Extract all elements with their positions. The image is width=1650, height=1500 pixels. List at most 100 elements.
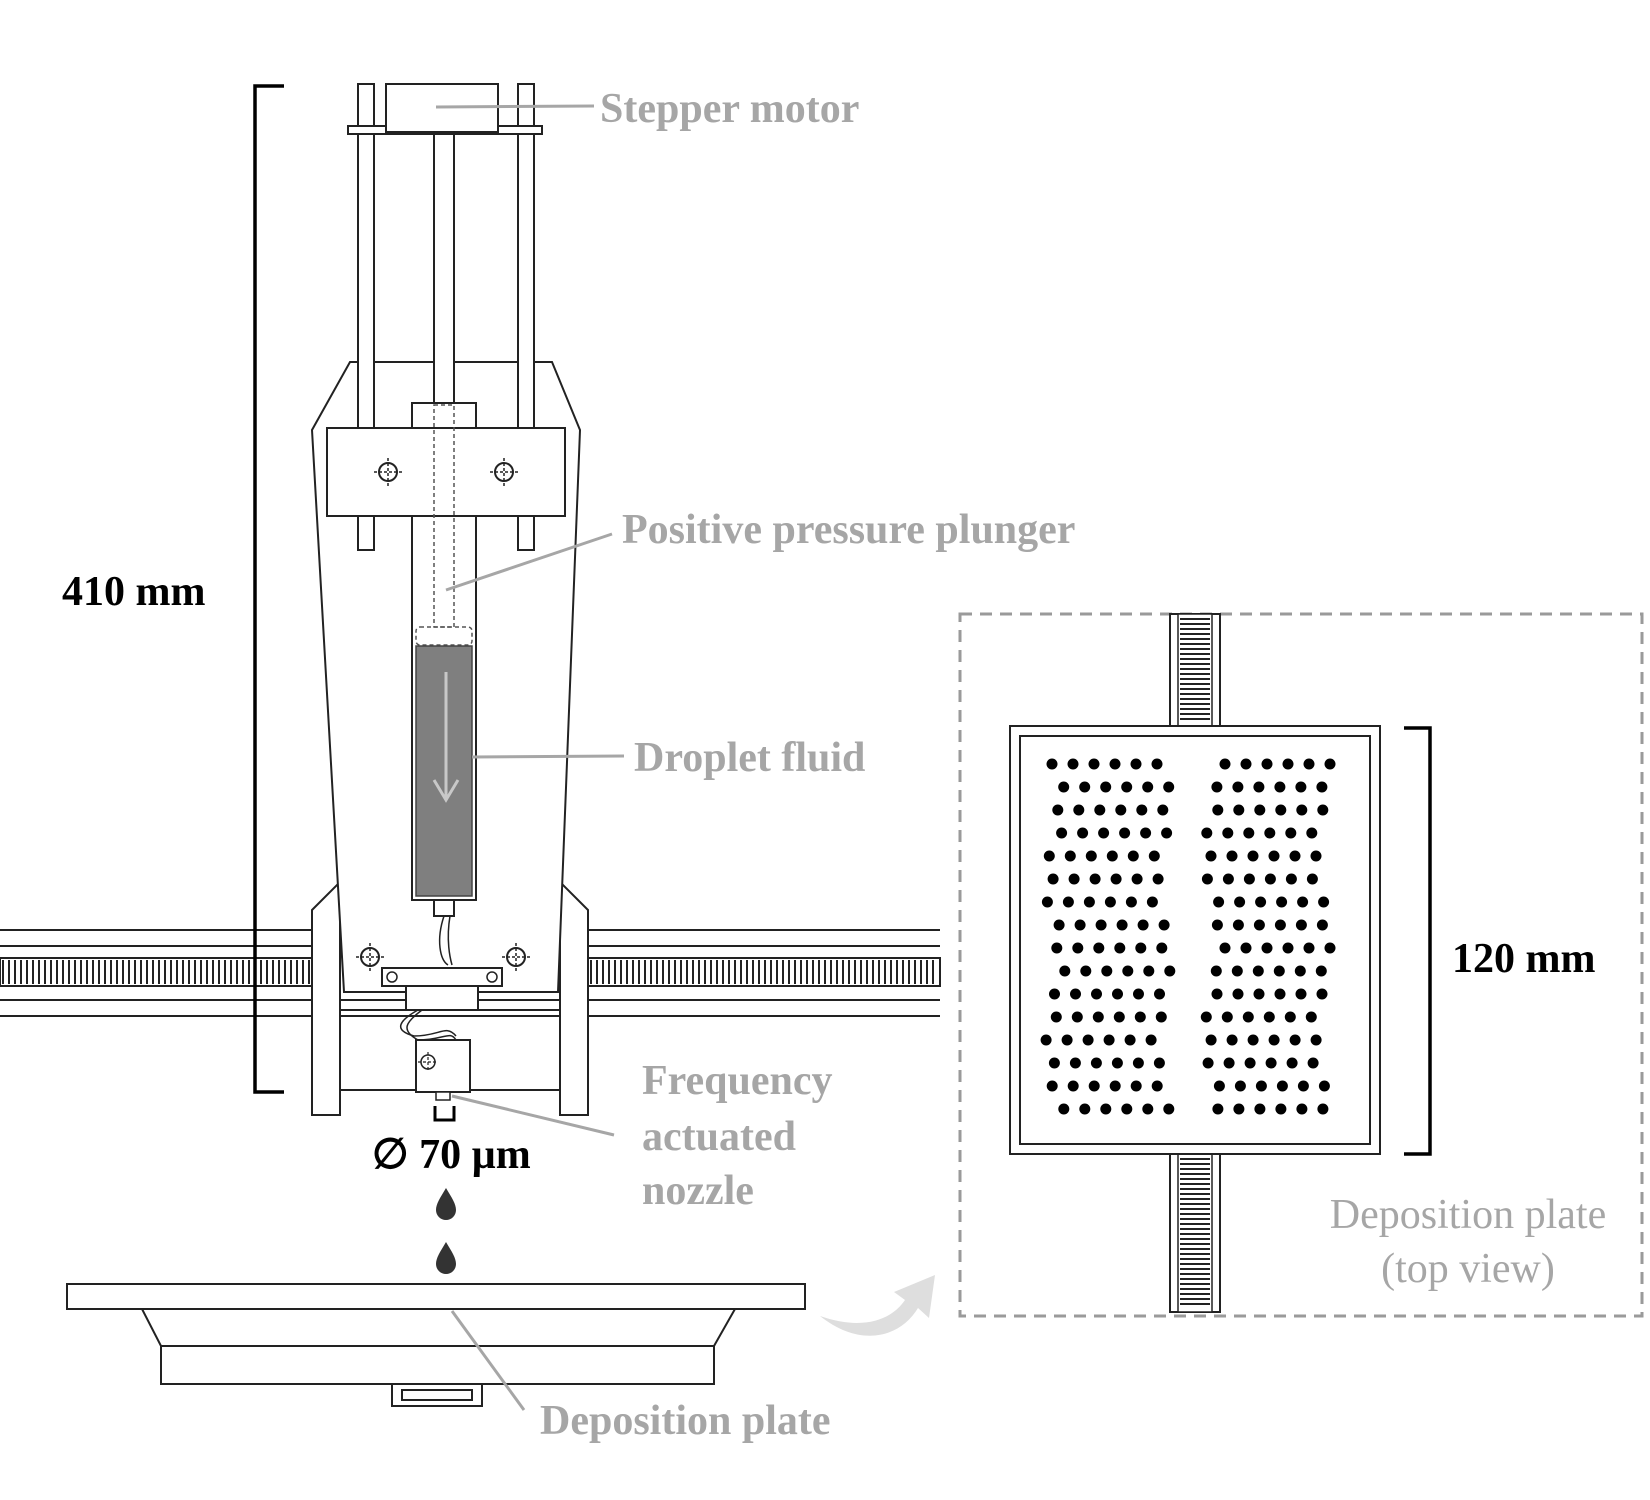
droplet-dot <box>1133 988 1144 1000</box>
droplet-dot <box>1306 827 1318 839</box>
plate-size-bracket <box>1404 726 1432 1156</box>
droplet-dot <box>1253 988 1265 1000</box>
droplet-dot <box>1059 965 1071 977</box>
droplet-dot <box>1136 804 1148 816</box>
droplet-dot <box>1297 1080 1309 1092</box>
curved-arrow-icon <box>820 1275 935 1336</box>
droplet-dot <box>1049 988 1060 1000</box>
droplet-dot <box>1213 896 1225 908</box>
droplet-dot <box>1125 896 1137 908</box>
droplet-dot <box>1089 873 1101 885</box>
droplet-dot <box>1092 1011 1104 1023</box>
droplet-dot <box>1110 873 1122 885</box>
droplet-dot <box>1222 873 1234 885</box>
droplet-dot <box>1306 873 1318 885</box>
droplet-dot <box>1317 804 1329 816</box>
droplet-dot <box>1058 1103 1070 1115</box>
droplet-dot <box>1064 850 1076 862</box>
droplet-dot <box>1070 988 1081 1000</box>
droplet-dot <box>1303 758 1315 770</box>
droplet-dot <box>1213 1080 1225 1092</box>
droplet-dot <box>1284 1011 1296 1023</box>
droplet-dot <box>1255 896 1267 908</box>
nozzle-diameter-label: ∅ 70 µm <box>372 1132 531 1178</box>
droplet-dot <box>1143 965 1155 977</box>
droplet-dot <box>1072 942 1084 954</box>
droplet-dot <box>1068 873 1080 885</box>
droplet-dot <box>1324 942 1336 954</box>
droplet-dot <box>1074 919 1086 931</box>
droplet-dot <box>1289 1034 1301 1046</box>
droplet-dot <box>1234 1080 1246 1092</box>
droplet-dot <box>1088 1080 1100 1092</box>
droplet-dot <box>1050 1011 1062 1023</box>
screw-icon <box>374 458 402 486</box>
rail-teeth-left <box>2 960 310 984</box>
droplet-dot <box>1310 1034 1322 1046</box>
droplet-dot <box>1232 781 1244 793</box>
droplet-dot <box>1201 827 1213 839</box>
droplet-dot <box>1233 804 1245 816</box>
droplet-dot <box>1212 804 1224 816</box>
droplet-dot <box>1202 1057 1214 1069</box>
screw-icon <box>490 458 518 486</box>
droplet-dot <box>1079 1103 1091 1115</box>
droplet-dot <box>1151 1080 1163 1092</box>
droplet-dot <box>1296 1103 1308 1115</box>
droplet-dot <box>1119 827 1131 839</box>
vertical-rail-teeth-top <box>1180 618 1210 720</box>
droplet-dot <box>1200 1011 1212 1023</box>
droplet-dot <box>1252 965 1264 977</box>
droplet-dot <box>1226 850 1238 862</box>
droplet-dot <box>1163 781 1175 793</box>
droplet-dot <box>1295 988 1307 1000</box>
droplet-dot <box>1094 804 1106 816</box>
droplet-dot <box>1067 758 1079 770</box>
droplet-dot <box>1163 1103 1175 1115</box>
droplet-dot <box>1121 1103 1133 1115</box>
droplet-dot <box>1310 850 1322 862</box>
droplet-dot <box>1211 919 1223 931</box>
droplet-dot <box>1234 896 1246 908</box>
droplet-dot <box>1297 896 1309 908</box>
droplet-dot <box>1244 1057 1256 1069</box>
plate-size-label: 120 mm <box>1452 936 1595 982</box>
droplet-dot <box>1205 1034 1217 1046</box>
droplet-dot <box>1247 1034 1259 1046</box>
droplet-dot <box>1261 942 1273 954</box>
droplet-dot <box>1061 1034 1073 1046</box>
droplet-dot <box>1109 1080 1121 1092</box>
droplet-dot <box>1130 758 1142 770</box>
plunger-head <box>415 626 473 646</box>
droplet-dot <box>1112 988 1123 1000</box>
droplet-dot-grid <box>1040 758 1336 1115</box>
droplet-dot <box>1041 896 1053 908</box>
droplet-dot <box>1243 873 1255 885</box>
droplet-dot <box>1164 965 1176 977</box>
droplet-dot <box>1264 873 1276 885</box>
droplet-dot <box>1053 919 1065 931</box>
droplet-dot <box>1043 850 1055 862</box>
droplet-dot <box>1069 1057 1081 1069</box>
droplet-dot <box>1093 942 1105 954</box>
droplet-dot <box>1324 758 1336 770</box>
droplet-dot <box>1261 758 1273 770</box>
droplet-dot <box>1263 1011 1275 1023</box>
droplet-dot <box>1223 1057 1235 1069</box>
droplet-dot <box>1211 988 1223 1000</box>
top-view-label-line1: Deposition plate <box>1330 1192 1606 1238</box>
syringe <box>411 404 477 966</box>
droplet-dot <box>1316 988 1328 1000</box>
droplet-dot <box>1135 942 1147 954</box>
droplet-dot <box>1130 1080 1142 1092</box>
droplet-dot <box>1082 1034 1094 1046</box>
droplet-dot <box>1148 850 1160 862</box>
droplets <box>436 1188 456 1274</box>
droplet-dot <box>1122 965 1134 977</box>
droplet-dot <box>1132 1057 1144 1069</box>
droplet-dot <box>1231 965 1243 977</box>
droplet-fluid <box>415 645 473 897</box>
droplet-dot <box>1254 1103 1266 1115</box>
droplet-dot <box>1286 1057 1298 1069</box>
droplet-dot <box>1254 804 1266 816</box>
